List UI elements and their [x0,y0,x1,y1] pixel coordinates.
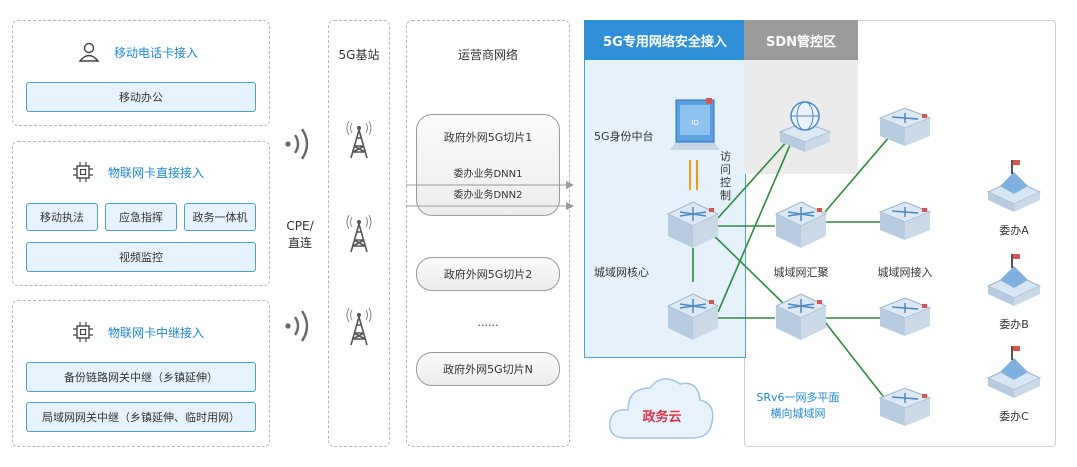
operator-network-title: 运营商网络 [457,48,518,62]
agency-c-label: 委办C [999,410,1029,423]
user-icon [78,42,100,62]
iot-direct-panel [12,141,270,286]
mobile-card-panel [12,20,270,126]
identity-platform-label: 5G身份中台 [594,130,654,143]
sdn-controller-icon [778,101,832,152]
lan-gateway-box: 局域网网关中继（乡镇延伸、临时用网） [26,402,256,432]
access-control-label: 访 问 控 制 [720,150,731,202]
mobile-enforcement-box: 移动执法 [26,203,98,231]
cell-tower-icon [346,120,372,159]
dnn-1-label: 委办业务DNN1 [453,169,523,180]
wireless-signal-icon [285,310,309,342]
backup-gateway-box: 备份链路网关中继（乡镇延伸） [26,362,256,392]
cell-tower-icon [346,307,372,346]
video-monitoring-box: 视频监控 [26,242,256,272]
access-switch-icon [878,297,932,336]
iot-relay-title-text: 物联网卡中继接入 [108,325,205,340]
chip-icon [73,162,93,182]
cpe-label: CPE/ 直连 [286,219,314,250]
base-station-title: 5G基站 [338,48,380,62]
iot-relay-panel [12,300,270,447]
gov-cloud-label: 政务云 [642,410,682,425]
iot-direct-title: 物联网卡直接接入 [72,160,204,184]
secure-access-header: 5G专用网络安全接入 [584,20,746,60]
gov-terminal-box: 政务一体机 [184,203,256,231]
agency-b-label: 委办B [999,318,1029,331]
core-router-icon [666,293,720,340]
chip-icon [73,322,93,342]
emergency-command-box: 应急指挥 [105,203,177,231]
slice-n-cylinder: 政府外网5G切片N [416,352,560,386]
agency-a-label: 委办A [999,224,1029,237]
access-switch-icon [878,107,932,146]
mobile-card-title: 移动电话卡接入 [78,40,198,64]
agency-building-icon [986,160,1042,212]
metro-core-label: 城域网核心 [594,266,649,279]
slice-1-label: 政府外网5G切片1 [443,131,533,144]
slice-2-cylinder: 政府外网5G切片2 [416,257,560,291]
srv6-label: SRv6一网多平面 横向城域网 [756,391,840,420]
agency-building-icon [986,254,1042,306]
aggregation-router-icon [774,293,828,340]
aggregation-router-icon [774,201,828,248]
iot-direct-title-text: 物联网卡直接接入 [108,165,205,180]
identity-platform-icon: ID [670,98,720,150]
svg-text:ID: ID [691,119,698,127]
cloud-icon [609,378,714,439]
slice-1-cylinder: 政府外网5G切片1 委办业务DNN1 委办业务DNN2 [416,114,560,216]
dnn-2-label: 委办业务DNN2 [453,190,523,201]
access-switch-icon [878,387,932,426]
slice-ellipsis: ...... [477,316,499,329]
sdn-header: SDN管控区 [744,20,858,60]
agency-building-icon [986,346,1042,398]
operator-network-panel [406,20,570,447]
base-station-panel [328,20,390,447]
metro-aggregation-label: 城域网汇聚 [773,266,829,279]
cell-tower-icon [346,214,372,253]
wireless-signal-icon [285,128,309,160]
secure-access-zone [584,20,746,358]
mobile-office-box: 移动办公 [26,82,256,112]
mobile-card-title-text: 移动电话卡接入 [114,45,199,60]
iot-relay-title: 物联网卡中继接入 [72,320,204,344]
access-switch-icon [878,201,932,240]
core-router-icon [666,201,720,248]
metro-access-label: 城域网接入 [877,266,933,279]
